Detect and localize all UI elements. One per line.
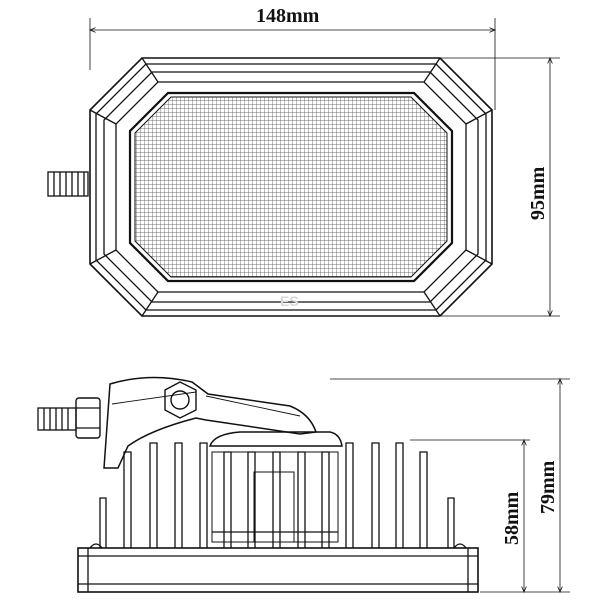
- side-view: [37, 376, 570, 593]
- mounting-bracket: [103, 376, 318, 469]
- bevel-line: [89, 249, 117, 265]
- fin-height-dimension-label: 58mm: [501, 491, 523, 545]
- lens-grid: [134, 96, 448, 278]
- bracket-hex-nut: [164, 381, 197, 419]
- bevel-line: [141, 291, 159, 317]
- total-height-dimension-label: 79mm: [537, 460, 559, 514]
- bracket-bolt: [170, 390, 190, 410]
- bevel-line: [423, 57, 441, 83]
- bevel-line: [465, 249, 493, 265]
- cable-gland: [47, 171, 89, 197]
- width-dimension-label: 148mm: [256, 5, 320, 27]
- watermark-logo: ES: [280, 293, 299, 309]
- lens-border: [128, 91, 454, 283]
- height-dimension-label: 95mm: [527, 166, 549, 220]
- cable-gland-side: [37, 397, 101, 439]
- bevel-line: [423, 291, 441, 317]
- top-cover: [208, 431, 343, 447]
- bevel-line: [465, 109, 493, 125]
- front-view: [47, 18, 560, 317]
- base-block: [77, 547, 479, 593]
- bevel-line: [89, 109, 117, 125]
- bevel-line: [141, 57, 159, 83]
